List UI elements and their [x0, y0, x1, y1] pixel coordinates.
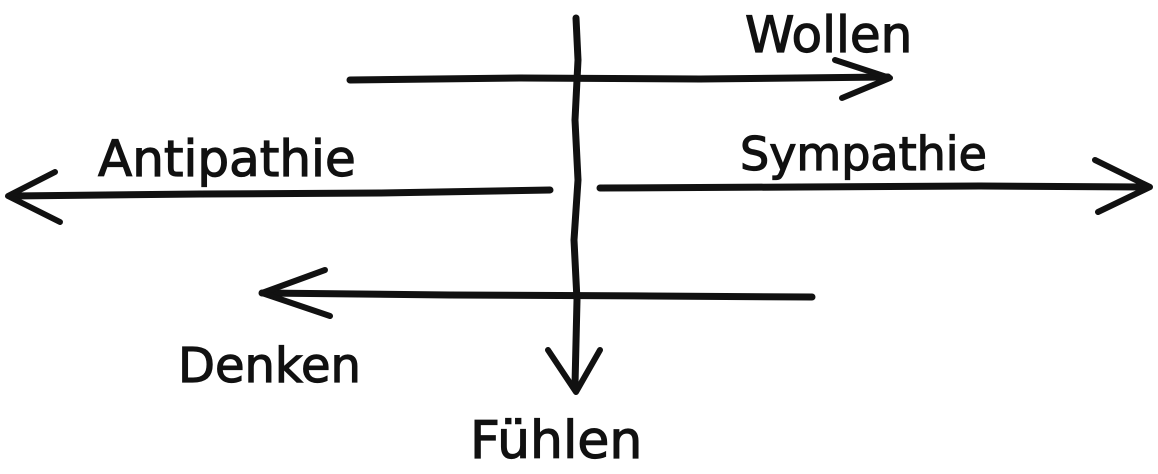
- antipathie-arrowhead: [5, 169, 63, 225]
- denken-arrow: [258, 267, 816, 319]
- label-sympathie: Sympathie: [740, 127, 987, 181]
- wollen-arrow-line: [346, 73, 892, 84]
- sympathie-arrow-line: [596, 182, 1152, 192]
- fuehlen-arrowhead: [545, 347, 603, 395]
- wollen-arrowhead: [832, 57, 893, 101]
- fuehlen-axis-line: [570, 14, 582, 389]
- label-fuehlen: Fühlen: [470, 411, 642, 471]
- sympathie-arrow: [596, 157, 1153, 215]
- denken-arrow-line: [258, 289, 816, 301]
- label-antipathie: Antipathie: [98, 130, 356, 188]
- denken-arrowhead: [259, 267, 333, 319]
- label-wollen: Wollen: [745, 6, 912, 64]
- sympathie-arrowhead: [1092, 157, 1153, 215]
- antipathie-arrow-line: [8, 186, 554, 200]
- antipathie-arrow: [5, 169, 554, 225]
- label-denken: Denken: [178, 338, 361, 394]
- wollen-arrow: [346, 57, 893, 101]
- fuehlen-arrow: [545, 14, 603, 395]
